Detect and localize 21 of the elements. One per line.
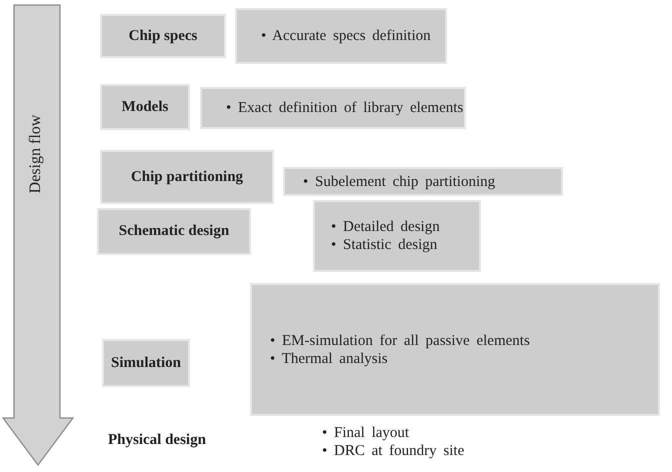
bullet-item: • DRC at foundry site [322,442,464,460]
bullet-item: • Detailed design [331,218,440,236]
bullet-item: • Accurate specs definition [261,27,431,45]
description-box [200,87,466,129]
stage-box: Simulation [102,339,190,387]
description-box [313,200,481,272]
stage-box: Chip specs [100,14,226,58]
stage-label: Physical design [108,432,206,449]
stage-box: Schematic design [97,208,251,255]
stage-box: Chip partitioning [100,150,274,204]
description-box [250,283,660,416]
bullet-item: • EM-simulation for all passive elements [270,332,530,350]
bullet-item: • Exact definition of library elements [226,99,464,117]
bullet-item: • Final layout [322,424,410,442]
description-box [283,167,563,196]
stage-box: Models [100,84,190,130]
bullet-item: • Thermal analysis [270,350,389,368]
description-box [235,8,447,64]
bullet-item: • Subelement chip partitioning [303,172,496,190]
bullet-item: • Statistic design [331,236,438,254]
arrow-label: Design flow [27,114,45,194]
